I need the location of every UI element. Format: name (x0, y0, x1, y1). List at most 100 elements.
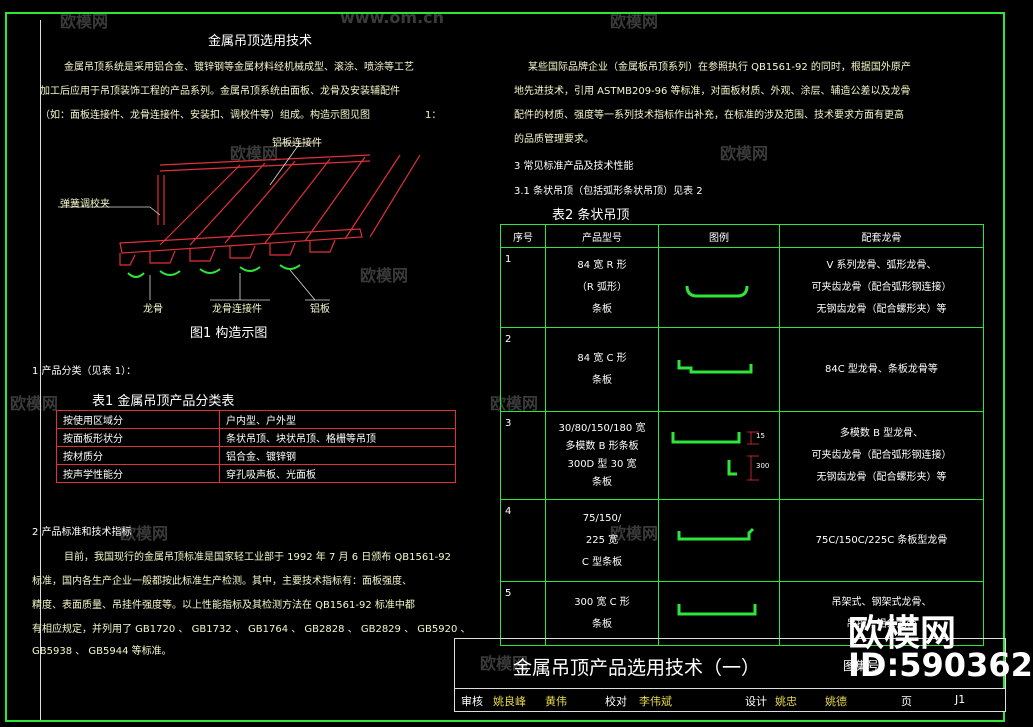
table-cell: 按声学性能分 (56, 464, 220, 483)
table-cell: 条状吊顶、块状吊顶、格栅等吊顶 (219, 428, 456, 447)
inner-frame (40, 20, 1003, 720)
table-cell: 按面板形状分 (56, 428, 220, 447)
table-header: 图例 (658, 224, 780, 248)
table-header: 序号 (500, 224, 546, 248)
watermark: 欧模网 (720, 144, 769, 163)
table2-title: 表2 条状吊顶 (552, 208, 630, 223)
row-number: 5 (500, 581, 546, 646)
signature: 姚忠 (775, 695, 797, 708)
c-type-profile-icon (677, 527, 755, 541)
section-31-heading: 3.1 条状吊顶（包括弧形条状吊顶）见表 2 (514, 186, 703, 197)
keel-cell: 吊架式、钢架式龙骨、 吊扣、铝条龙骨 (779, 581, 984, 646)
table-row: 按面板形状分 条状吊顶、块状吊顶、格栅等吊顶 (56, 428, 456, 447)
signature: 黄伟 (545, 695, 567, 708)
right-para-line: 地先进技术，引用 ASTMB209-96 等标准，对面板材质、外观、涂层、辅造公… (514, 86, 911, 97)
brand-logo: 欧模网 (848, 613, 957, 654)
watermark: 欧模网 (360, 266, 409, 285)
r-profile-icon (685, 285, 749, 298)
signature-row: 审核 姚良峰 黄伟 校对 李伟斌 设计 姚忠 姚德 页 J1 (454, 688, 1006, 712)
section-2-heading: 2 产品标准和技术指标 (32, 527, 132, 538)
drawing-title: 金属吊顶产品选用技术（一） (513, 657, 761, 679)
signature: 姚德 (825, 695, 847, 708)
model-cell: 30/80/150/180 宽 多模数 B 形条板 300D 型 30 宽 条板 (545, 411, 659, 500)
table-row: 4 75/150/ 225 宽 C 型条板 75C/150C/225C 条板型龙… (500, 499, 984, 582)
keel-cell: V 系列龙骨、弧形龙骨、 可夹齿龙骨（配合弧形钢连接） 无钢齿龙骨（配合螺形夹）… (779, 247, 984, 328)
para2-line: 精度、表面质量、吊挂件强度等。以上性能指标及其检测方法在 QB1561-92 标… (32, 600, 415, 611)
table1-title: 表1 金属吊顶产品分类表 (92, 394, 235, 409)
keel-cell: 多模数 B 型龙骨、 可夹齿龙骨（配合弧形钢连接） 无钢齿龙骨（配合螺形夹）等 (779, 411, 984, 500)
table-cell: 铝合金、镀锌钢 (219, 446, 456, 465)
para2-line: GB5938 、 GB5944 等标准。 (32, 646, 172, 657)
right-para-line: 配件的材质、强度等一系列技术指标作出补充，在标准的涉及范围、技术要求方面有更高 (514, 110, 904, 121)
table-row: 5 300 宽 C 形 条板 吊架式、钢架式龙骨、 吊扣、铝条龙骨 (500, 581, 984, 646)
table-cell: 穿孔吸声板、光面板 (219, 464, 456, 483)
model-cell: 84 宽 R 形 （R 弧形） 条板 (545, 247, 659, 328)
designer-label: 设计 (745, 695, 767, 708)
table-cell: 按使用区域分 (56, 410, 220, 429)
watermark: 欧模网 (480, 654, 529, 673)
right-para-line: 某些国际品牌企业（金属板吊顶系列）在参照执行 QB1561-92 的同时，根据国… (528, 62, 911, 73)
watermark: 欧模网 (120, 524, 169, 543)
section-1-heading: 1 产品分类（见表 1）： (32, 366, 137, 377)
intro-line: 金属吊顶系统是采用铝合金、镀锌钢等金属材料经机械成型、滚涂、喷涂等工艺 (64, 62, 414, 73)
classification-table: 按使用区域分 户内型、户外型 按面板形状分 条状吊顶、块状吊顶、格栅等吊顶 按材… (56, 410, 456, 483)
para2-line: 标准，国内各生产企业一般都按此标准生产检测。其中，主要技术指标有：面板强度、 (32, 576, 412, 587)
para2-line: 有相应规定，并列用了 GB1720 、 GB1732 、 GB1764 、 GB… (32, 624, 471, 635)
watermark: 欧模网 (10, 394, 59, 413)
intro-line: 加工后应用于吊顶装饰工程的产品系列。金属吊顶系统由面板、龙骨及安装辅配件 (40, 86, 400, 97)
intro-line: （如：面板连接件、龙骨连接件、安装扣、调校件等）组成。构造示图见图 (40, 110, 370, 121)
legend-cell (658, 247, 780, 328)
table-header: 配套龙骨 (779, 224, 984, 248)
table-header-row: 序号 产品型号 图例 配套龙骨 (500, 224, 984, 248)
b-profile-icon (671, 431, 759, 481)
row-number: 4 (500, 499, 546, 582)
page-number: J1 (955, 693, 966, 706)
dim-label: 15 (756, 432, 765, 440)
fig-label-connector: 铝板连接件 (272, 138, 322, 149)
intro-line: 1： (425, 110, 442, 121)
fig-label-keel-link: 龙骨连接件 (212, 304, 262, 315)
strip-ceiling-table: 序号 产品型号 图例 配套龙骨 1 84 宽 R 形 （R 弧形） 条板 V 系… (500, 224, 984, 646)
table-header: 产品型号 (545, 224, 659, 248)
model-cell: 300 宽 C 形 条板 (545, 581, 659, 646)
table-cell: 按材质分 (56, 446, 220, 465)
fig-label-hanger: 弹簧调校夹 (60, 199, 110, 210)
model-cell: 84 宽 C 形 条板 (545, 327, 659, 412)
legend-cell (658, 581, 780, 646)
table-row: 按使用区域分 户内型、户外型 (56, 410, 456, 429)
legend-cell: 15 300 (658, 411, 780, 500)
right-para-line: 的品质管理要求。 (514, 134, 594, 145)
fig-label-keel: 龙骨 (143, 304, 163, 315)
asset-id: ID:590362 (848, 646, 1033, 684)
signature: 姚良峰 (493, 695, 526, 708)
wide-c-profile-icon (677, 604, 757, 616)
c-profile-icon (677, 360, 753, 374)
table-row: 3 30/80/150/180 宽 多模数 B 形条板 300D 型 30 宽 … (500, 411, 984, 500)
table-cell: 户内型、户外型 (219, 410, 456, 429)
dim-label: 300 (756, 462, 770, 470)
model-cell: 75/150/ 225 宽 C 型条板 (545, 499, 659, 582)
fig-label-panel: 铝板 (310, 304, 330, 315)
watermark: 欧模网 (610, 12, 659, 31)
para2-line: 目前，我国现行的金属吊顶标准是国家轻工业部于 1992 年 7 月 6 日颁布 … (64, 552, 451, 563)
keel-cell: 84C 型龙骨、条板龙骨等 (779, 327, 984, 412)
drawing-border (5, 12, 1005, 722)
figure-caption: 图1 构造示图 (190, 326, 268, 341)
signature: 李伟斌 (639, 695, 672, 708)
watermark: 欧模网 (60, 12, 109, 31)
table-row: 2 84 宽 C 形 条板 84C 型龙骨、条板龙骨等 (500, 327, 984, 412)
drawing-number-label: 图集号 (843, 659, 880, 673)
row-number: 2 (500, 327, 546, 412)
legend-cell (658, 327, 780, 412)
legend-cell (658, 499, 780, 582)
section-3-heading: 3 常见标准产品及技术性能 (514, 161, 634, 172)
construction-diagram (58, 142, 421, 301)
keel-cell: 75C/150C/225C 条板型龙骨 (779, 499, 984, 582)
page-label: 页 (901, 695, 912, 708)
row-number: 3 (500, 411, 546, 500)
table-row: 按材质分 铝合金、镀锌钢 (56, 446, 456, 465)
checker-label: 校对 (605, 695, 627, 708)
row-number: 1 (500, 247, 546, 328)
reviewer-label: 审核 (461, 695, 483, 708)
table-row: 1 84 宽 R 形 （R 弧形） 条板 V 系列龙骨、弧形龙骨、 可夹齿龙骨（… (500, 247, 984, 328)
